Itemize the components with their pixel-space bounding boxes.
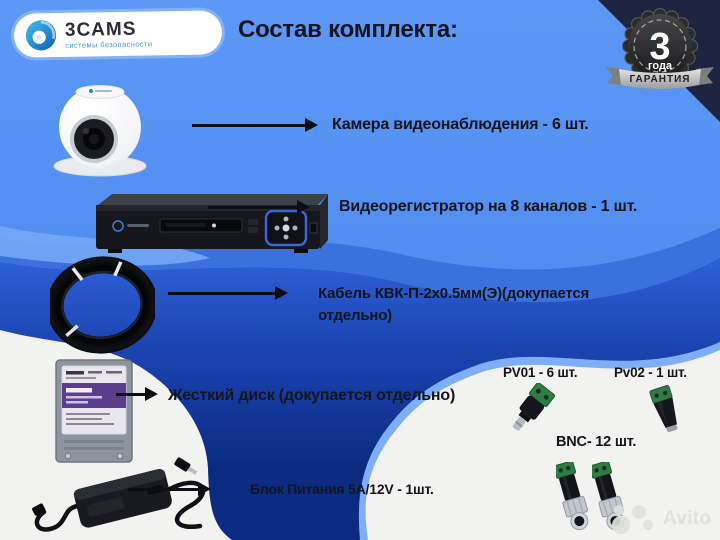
item-label-psu: Блок Питания 5А/12V - 1шт. xyxy=(250,481,434,497)
bnc-connector-image xyxy=(556,462,589,531)
warranty-unit: года xyxy=(648,60,673,72)
camera-arrow-icon xyxy=(192,118,318,132)
label-pv02: Pv02 - 1 шт. xyxy=(614,365,687,380)
pv02-connector-image xyxy=(649,385,678,433)
item-label-camera: Камера видеонаблюдения - 6 шт. xyxy=(332,116,589,133)
page-title: Состав комплекта: xyxy=(238,16,458,43)
warranty-badge-icon: 3 года ГАРАНТИЯ xyxy=(606,8,714,89)
label-bnc: BNC- 12 шт. xyxy=(556,434,637,450)
cable-arrow-icon xyxy=(168,286,288,300)
warranty-years: 3 xyxy=(649,26,670,68)
warranty-ribbon: ГАРАНТИЯ xyxy=(630,74,691,85)
avito-watermark: Avito xyxy=(610,501,711,537)
brand-logo-icon xyxy=(25,20,57,51)
item-label-hdd: Жесткий диск (докупается отдельно) xyxy=(168,387,456,404)
dvr-arrow-icon xyxy=(208,200,310,214)
cable-coil-image xyxy=(50,256,155,354)
camera-image xyxy=(53,85,147,177)
brand-name: 3CAMS xyxy=(64,18,137,41)
hdd-arrow-icon xyxy=(116,387,158,401)
hdd-image xyxy=(55,359,133,463)
item-label-cable: Кабель КВК-П-2х0.5мм(Э)(докупается отдел… xyxy=(318,285,590,324)
brand-tagline: системы безопасности xyxy=(65,39,153,50)
avito-watermark-text: Avito xyxy=(663,508,712,529)
psu-image xyxy=(32,457,206,532)
avito-logo-icon xyxy=(612,505,653,534)
item-label-dvr: Видеорегистратор на 8 каналов - 1 шт. xyxy=(339,198,638,215)
psu-arrow-icon xyxy=(128,482,211,496)
pv01-connector-image xyxy=(512,383,555,431)
label-pv01: PV01 - 6 шт. xyxy=(503,365,578,380)
brand-logo: 3CAMS системы безопасности xyxy=(13,10,223,58)
